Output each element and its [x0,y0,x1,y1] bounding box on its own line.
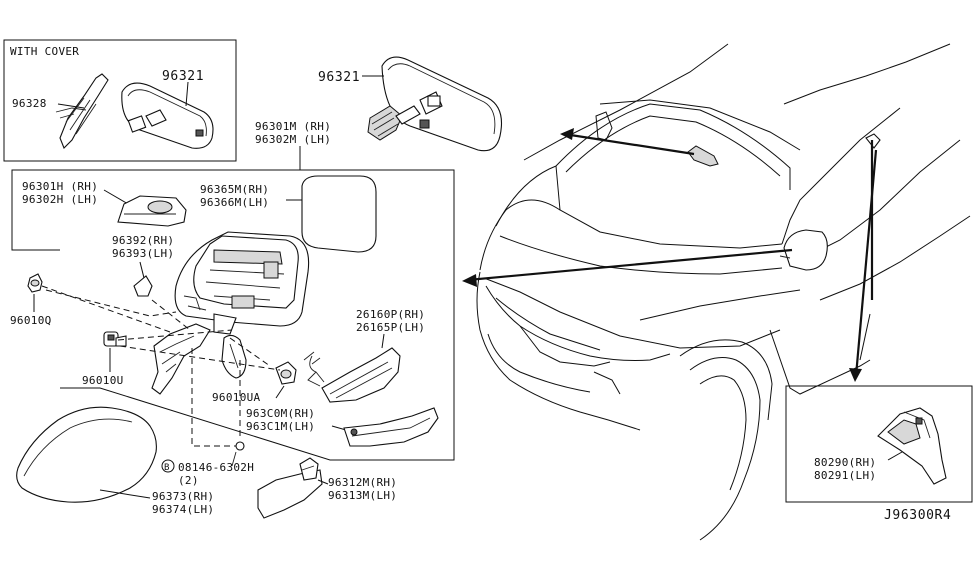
mirror-glass [301,175,377,253]
label-glass-lh: 96366M(LH) [200,196,269,209]
mirror-cover-strip [55,73,109,149]
label-cover-rh: 96392(RH) [112,234,174,247]
label-96010q: 96010Q [10,314,52,327]
label-bolt-code: 08146-6302H [178,461,254,474]
mirror-finisher [343,407,439,447]
label-finisher-lh: 963C1M(LH) [246,420,315,433]
mirror-actuator-body [174,231,310,335]
pillar-trim-part [877,407,947,485]
label-glass-rh: 96365M(RH) [200,183,269,196]
label-base-cover-rh: 96312M(RH) [328,476,397,489]
label-housing-lh: 96302H (LH) [22,193,98,206]
diagram-reference-id: J96300R4 [884,508,951,523]
pillar-trim-panel: 80290(RH) 80291(LH) [785,385,973,503]
bolt-symbol: B [164,463,170,473]
turn-signal-lamp [303,347,401,403]
label-cover-96321: 96321 [162,69,204,84]
location-arrows [462,128,878,382]
label-bolt-qty: (2) [178,474,199,487]
mirror-cover-piece [133,275,153,297]
label-cover-lh: 96393(LH) [112,247,174,260]
inside-mirror-with-cover [121,82,214,149]
inside-rearview-mirror [367,56,503,152]
label-housing-rh: 96301H (RH) [22,180,98,193]
label-lamp-rh: 26160P(RH) [356,308,425,321]
clip-96010ua [275,361,297,385]
label-shell-rh: 96373(RH) [152,490,214,503]
with-cover-title: WITH COVER [10,45,79,58]
dashed-leader-lines [41,285,281,447]
bolt-symbol-circle [161,459,175,473]
with-cover-panel: WITH COVER 96328 96321 [3,39,237,162]
mirror-base-bracket [151,323,247,395]
label-mirror-96321: 96321 [318,70,360,85]
cap-96010q [27,273,43,293]
mirror-outer-shell [16,406,157,503]
label-96010u: 96010U [82,374,124,387]
label-lamp-lh: 26165P(LH) [356,321,425,334]
label-96010ua: 96010UA [212,391,261,404]
label-mirror-assy-lh: 96302M (LH) [255,133,331,146]
label-mirror-assy-rh: 96301M (RH) [255,120,331,133]
mirror-base-housing [117,195,187,227]
clip-96010u [103,331,127,347]
vehicle-outline [476,43,971,541]
label-96328: 96328 [12,97,47,110]
label-base-cover-lh: 96313M(LH) [328,489,397,502]
label-trim-rh: 80290(RH) [814,456,876,469]
mirror-base-cover [257,457,323,519]
label-shell-lh: 96374(LH) [152,503,214,516]
label-trim-lh: 80291(LH) [814,469,876,482]
label-finisher-rh: 963C0M(RH) [246,407,315,420]
outside-mirror-assembly-frame [11,146,455,461]
